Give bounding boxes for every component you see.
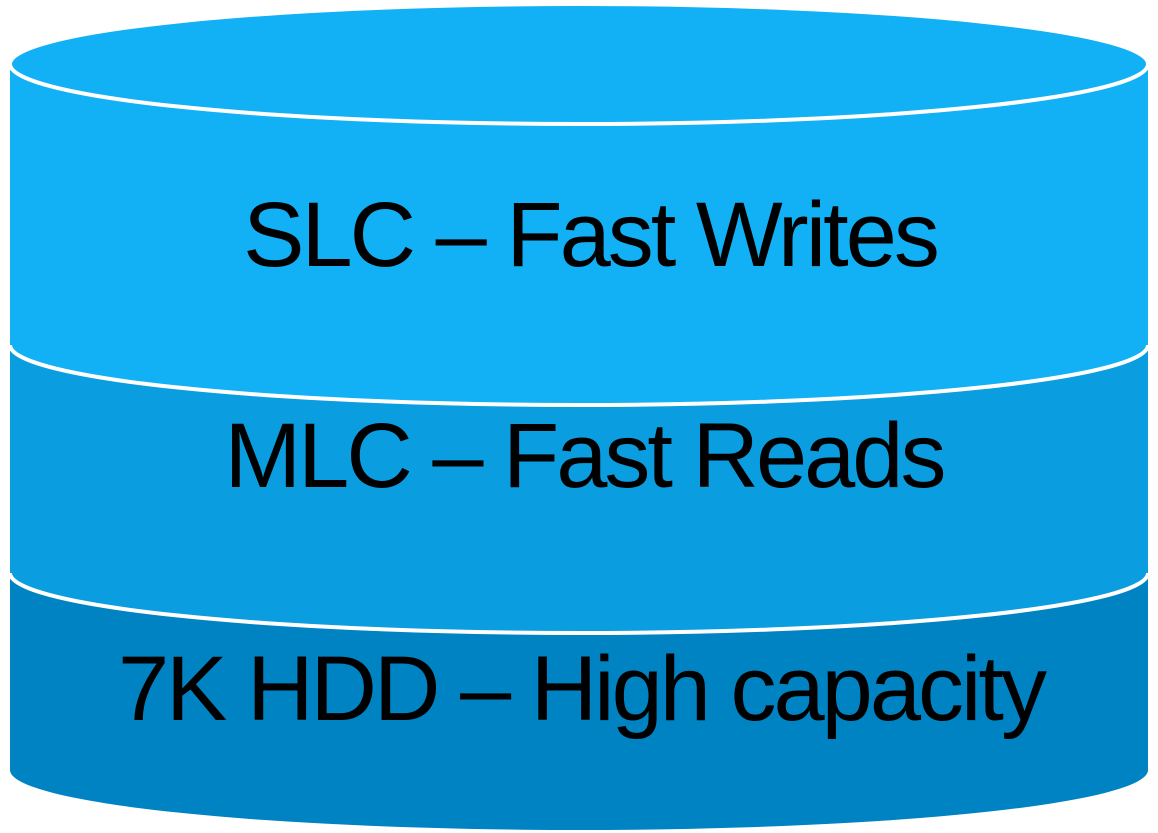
tier-mlc-body xyxy=(10,345,1148,633)
separator-slc-mlc xyxy=(8,344,1150,407)
tier-slc-body xyxy=(10,64,1148,405)
tier-hdd-body xyxy=(10,573,1148,830)
tier-label-slc: SLC – Fast Writes xyxy=(243,184,937,286)
tier-label-hdd: 7K HDD – High capacity xyxy=(118,638,1047,740)
tier-label-mlc: MLC – Fast Reads xyxy=(225,405,944,507)
separator-mlc-hdd xyxy=(8,572,1150,635)
cylinder-top-cap xyxy=(8,2,1150,126)
